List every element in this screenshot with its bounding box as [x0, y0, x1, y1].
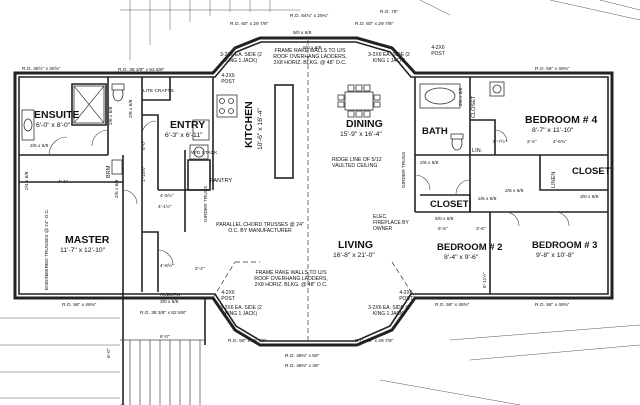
room-pantry: PANTRY — [210, 178, 232, 184]
room-kitchen-dims: 10'-6" x 16'-4" — [257, 108, 264, 150]
fixtures — [21, 81, 505, 175]
note-top-ro3: R.O. 60" x 29 7/8" — [355, 21, 394, 27]
room-closet-right: CLOSET — [572, 166, 611, 177]
note-d-26g: 2/6 x 6/8 — [458, 87, 464, 106]
room-dining-name: DINING — [346, 118, 383, 130]
note-side-tr: 3-2X6 EA. SIDE (2 KING 1 JACK) — [368, 52, 410, 64]
note-girder-truss2: GIRDER TRUSS — [401, 152, 407, 188]
note-ro-bot2: R.O. 48⅜" x 56" — [285, 353, 320, 359]
room-linen: LINEN — [551, 172, 557, 188]
note-dm-24b: 2'-4" — [527, 139, 537, 145]
room-entry-name: ENTRY — [170, 119, 205, 131]
note-dm-1102: 1'-10½" — [140, 165, 147, 182]
note-ro-b4: R.O. 56" x 48⅜" — [535, 66, 570, 72]
door-swings — [48, 120, 570, 266]
interior-walls — [19, 77, 608, 300]
note-dm-8: 8'-0" — [160, 334, 170, 340]
room-bedroom2-name: BEDROOM # 2 — [437, 242, 502, 253]
plan-notes: R.O. 64¾" x 29¾" R.O. 60" x 29 7/8" R.O.… — [22, 9, 599, 369]
note-door-96: 9/0 x 6/8 — [303, 45, 322, 51]
room-bedroom3-dims: 9'-8" x 10'-8" — [536, 252, 575, 259]
note-dm-5: 5'-0" — [141, 140, 147, 150]
room-lin: LIN. — [472, 148, 483, 154]
note-dm-611: 6'-11½" — [481, 272, 488, 288]
note-dm-65: 6'-5" — [438, 226, 448, 232]
note-top-ro2: R.O. 60" x 29 7/8" — [230, 21, 269, 27]
room-master-name: MASTER — [65, 234, 110, 246]
note-parallel: PARALLEL CHORD TRUSSES @ 24" O.C. BY MAN… — [216, 222, 304, 234]
note-frame-bottom: FRAME RAKE WALLS TO U/S ROOF OVERHANG LA… — [254, 270, 328, 288]
note-post-tl: 4-2X6 POST — [221, 73, 235, 85]
note-girder-truss: GIRDER TRUSS — [203, 186, 209, 222]
note-dm-24: 2'-4" — [195, 266, 205, 272]
room-auburn-dims: 3/0 x 6/8 — [160, 299, 179, 305]
note-ro-b2: R.O. 56" x 48⅜" — [435, 302, 470, 308]
note-ro-bot1: R.O. 60" x 29 7/8" — [228, 338, 267, 344]
note-d-26f: 2/6 x 6/8 — [114, 179, 120, 198]
note-side-tl: 3-2X6 EA. SIDE (2 KING 1 JACK) — [220, 52, 262, 64]
note-dm-36: 3'-6" — [476, 226, 486, 232]
note-ro-master: R.O. 56" x 48⅜" — [62, 302, 97, 308]
room-wd: W/D STACK — [191, 150, 218, 156]
ridge-lines — [212, 40, 416, 340]
exterior-walls — [13, 36, 614, 347]
note-d-26c: 2/6 x 6/8 — [420, 160, 439, 166]
note-ro-ensuite: R.O. 36½" x 36⅝" — [22, 65, 61, 72]
note-d-26e: 2/6 x 6/8 — [505, 188, 524, 194]
note-dm-457: 4'-5½" — [160, 192, 174, 199]
room-brm: BRM — [106, 165, 112, 178]
note-fireplace: ELEC. FIREPLACE BY OWNER — [373, 214, 409, 232]
room-ensuite-dims: 6'-0" x 8'-0" — [36, 122, 71, 129]
room-entry-dims: 6'-3" x 6'-11" — [165, 132, 203, 139]
room-bedroom3-name: BEDROOM # 3 — [532, 240, 597, 251]
room-closet-b2: CLOSET — [430, 199, 469, 210]
room-labels: ENSUITE 6'-0" x 8'-0" ENTRY 6'-3" x 6'-1… — [34, 88, 611, 305]
note-d-26a: 2/6 x 6/8 — [30, 143, 49, 149]
note-dm-5712: 5'-7½" — [493, 138, 507, 145]
room-bedroom4-dims: 8'-7" x 11'-10" — [532, 127, 574, 134]
note-post-tr: 4-2X6 POST — [431, 45, 445, 57]
room-bath-name: BATH — [422, 126, 448, 137]
note-side-bl: 3-2X6 EA. SIDE (2 KING 1 JACK) — [220, 305, 262, 317]
note-dm-4634: 4'-6¾" — [553, 139, 567, 145]
room-master-dims: 11'-7" x 12'-10" — [60, 247, 106, 254]
note-frame-top: FRAME RAKE WALLS TO U/S ROOF OVERHANG LA… — [273, 48, 347, 66]
room-auburn-name: AUBURN — [160, 292, 181, 298]
note-dm-41: 4'-1" — [58, 179, 68, 185]
note-ro-bot3: R.O. 48⅜" x 36" — [285, 363, 320, 369]
room-dining-dims: 15'-9" x 16'-4" — [340, 131, 382, 138]
note-d-28: 2/8 x 6/8 — [128, 99, 134, 118]
note-d-30: 3/0 x 6/8 — [580, 194, 599, 200]
note-d-26b: 2/6 x 6/8 — [108, 106, 114, 125]
note-ridge: RIDGE LINE OF 5/12 VAULTED CEILING — [332, 157, 382, 169]
room-living-dims: 16'-8" x 21'-0" — [333, 252, 375, 259]
note-ro-bottom-left: R.O. 38 3/8" x 82 5/8" — [140, 310, 187, 316]
note-engineered: ENGINEERED TRUSSES @ 24" O.C. — [44, 209, 50, 290]
note-dm-456: 4'-6½" — [160, 262, 174, 269]
note-dm-412: 4'-1½" — [158, 203, 172, 210]
room-bedroom4-name: BEDROOM # 4 — [525, 114, 598, 126]
note-ro-entry: R.O. 38 3/8" x 82 5/8" — [118, 67, 165, 73]
note-d-26d: 2/6 x 6/8 — [478, 196, 497, 202]
note-ro-b3: R.O. 56" x 48⅜" — [535, 302, 570, 308]
note-top-ro5: 9/0 x 6/8 — [293, 30, 312, 36]
room-closet-b4: CLOSET — [471, 95, 477, 118]
room-crafts: LITE CRAFTS — [143, 88, 174, 94]
room-kitchen-name: KITCHEN — [243, 101, 255, 148]
room-bedroom2-dims: 8'-4" x 9'-6" — [444, 254, 479, 261]
note-dm-6: 6'-0" — [106, 348, 112, 358]
note-d-50: 5/0 x 6/8 — [435, 216, 454, 222]
note-post-br: 4-2X6 POST — [399, 290, 413, 302]
room-ensuite-name: ENSUITE — [34, 109, 80, 121]
note-d-24: 2/4 x 6/8 — [24, 171, 30, 190]
room-living-name: LIVING — [338, 239, 373, 251]
note-top-ro1: R.O. 64¾" x 29¾" — [290, 13, 329, 19]
note-side-br: 3-2X6 EA. SIDE (2 KING 1 JACK) — [368, 305, 410, 317]
note-post-bl: 4-2X6 POST — [221, 290, 235, 302]
note-top-ro4: R.O. 76" — [380, 9, 399, 15]
note-ro-bot4: R.O. 60" x 29 7/8" — [355, 338, 394, 344]
front-steps — [120, 298, 206, 405]
